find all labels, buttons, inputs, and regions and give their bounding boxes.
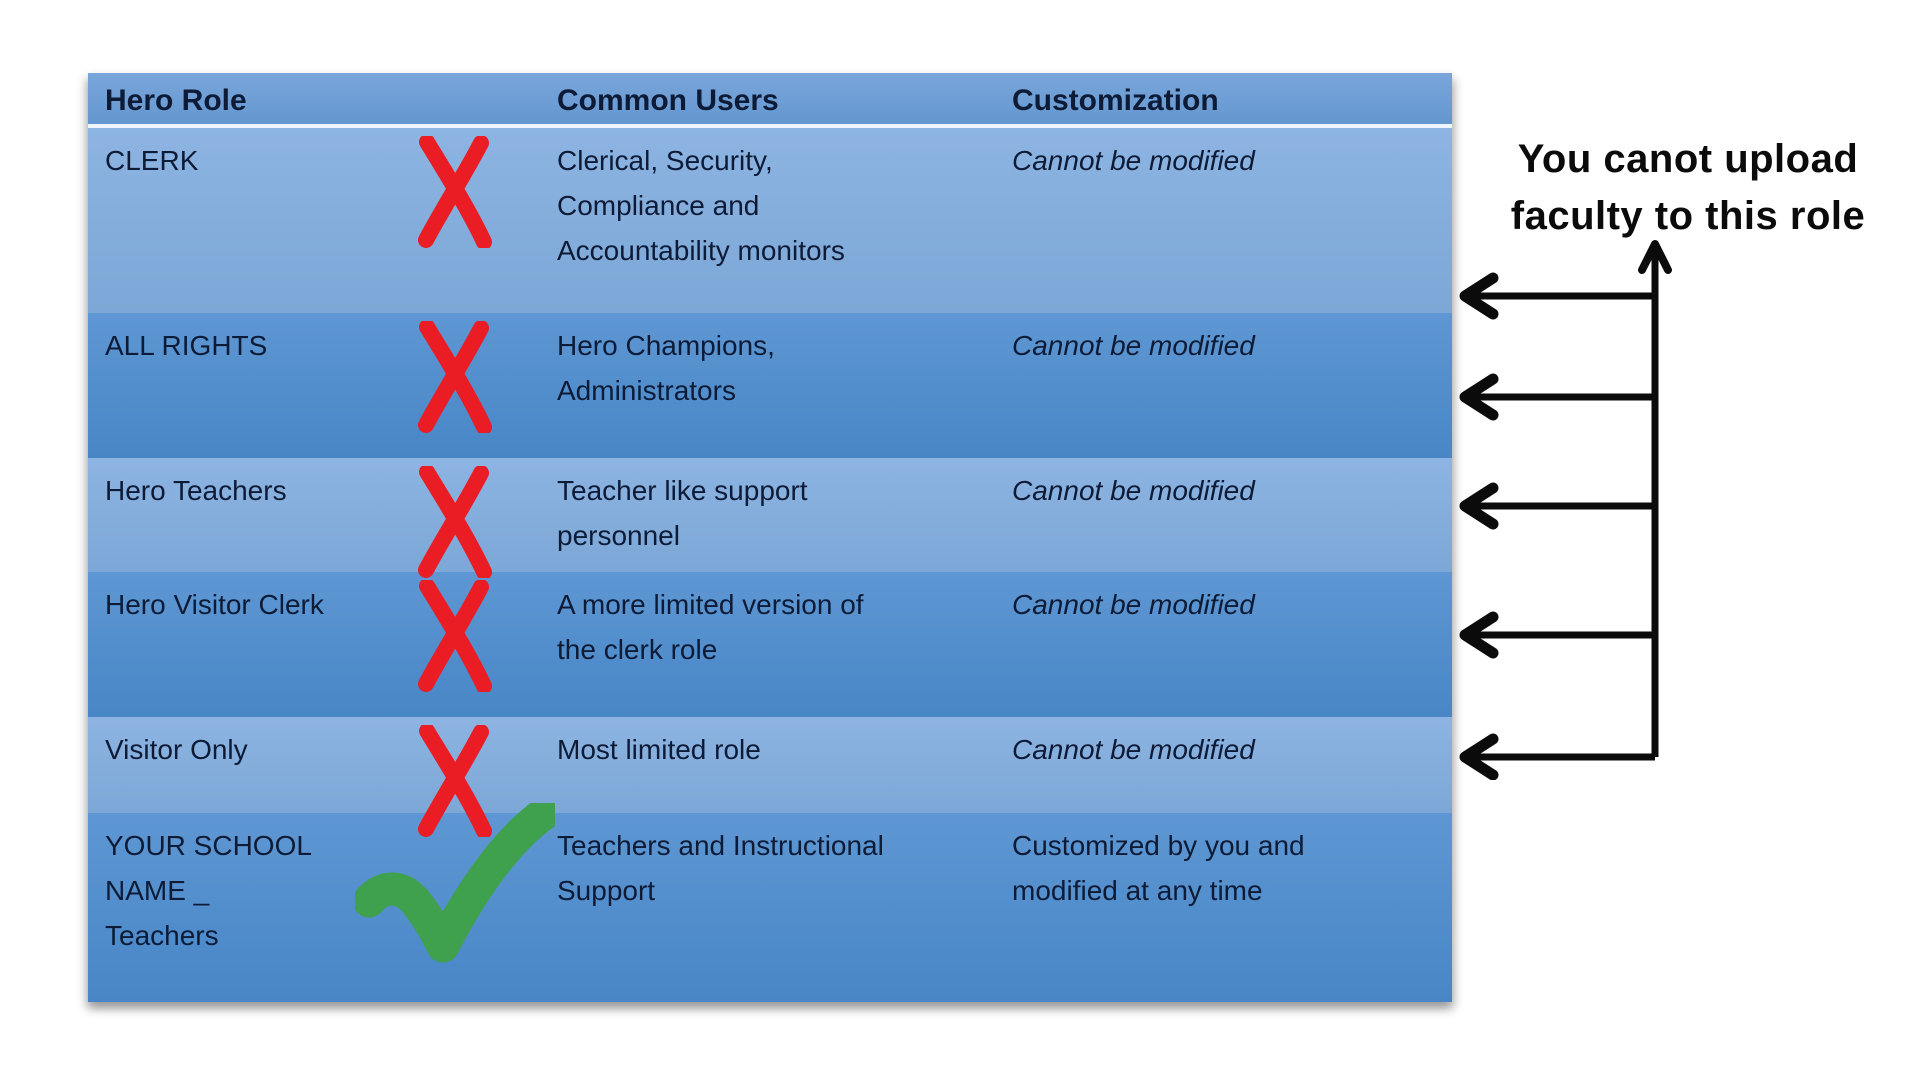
cell-hero-role: CLERK bbox=[105, 145, 199, 176]
cell-mark bbox=[370, 717, 557, 862]
table-row: Hero Visitor Clerk A more limited versio… bbox=[88, 572, 1452, 717]
annotation-note: You canot upload faculty to this role bbox=[1510, 137, 1866, 238]
cell-customization: Cannot be modified bbox=[1012, 475, 1255, 506]
cell-hero-role: Hero Visitor Clerk bbox=[105, 589, 324, 620]
row-arrow-hero-visitor-clerk bbox=[1459, 611, 1655, 659]
row-arrow-visitor-only bbox=[1459, 733, 1655, 780]
table-body: CLERK Clerical, Security, Compliance and… bbox=[88, 128, 1452, 1002]
cell-customization: Cannot be modified bbox=[1012, 734, 1255, 765]
column-header-hero-role: Hero Role bbox=[105, 84, 247, 117]
cell-mark bbox=[370, 313, 557, 458]
cell-customization: Cannot be modified bbox=[1012, 330, 1255, 361]
table-row: CLERK Clerical, Security, Compliance and… bbox=[88, 128, 1452, 313]
up-arrow bbox=[1638, 240, 1672, 757]
cell-customization: Cannot be modified bbox=[1012, 589, 1255, 620]
red-x-icon bbox=[418, 580, 492, 692]
cell-mark bbox=[370, 572, 557, 717]
red-x-icon bbox=[418, 466, 492, 578]
red-x-icon bbox=[418, 321, 492, 433]
red-x-icon bbox=[418, 136, 492, 248]
cell-customization: Customized by you and modified at any ti… bbox=[1012, 830, 1305, 906]
row-arrow-hero-teachers bbox=[1459, 482, 1655, 530]
table-row: Visitor Only Most limited role Cannot be… bbox=[88, 717, 1452, 837]
column-header-common-users: Common Users bbox=[557, 84, 779, 117]
cell-common-users: A more limited version of the clerk role bbox=[557, 589, 864, 665]
row-arrow-clerk bbox=[1459, 272, 1655, 320]
hero-roles-table: Hero Role Common Users Customization CLE… bbox=[88, 73, 1452, 1002]
cell-hero-role: Hero Teachers bbox=[105, 475, 287, 506]
row-arrow-all-rights bbox=[1459, 373, 1655, 421]
column-header-customization: Customization bbox=[1012, 84, 1219, 117]
cell-common-users: Teacher like support personnel bbox=[557, 475, 808, 551]
cell-customization: Cannot be modified bbox=[1012, 145, 1255, 176]
annotation-arrows bbox=[1459, 240, 1672, 780]
cell-mark bbox=[370, 128, 557, 313]
cell-hero-role: Visitor Only bbox=[105, 734, 248, 765]
table-row: Hero Teachers Teacher like support perso… bbox=[88, 458, 1452, 578]
cell-common-users: Hero Champions, Administrators bbox=[557, 330, 775, 406]
cell-mark bbox=[370, 458, 557, 603]
red-x-icon bbox=[418, 725, 492, 837]
table-header-row: Hero Role Common Users Customization bbox=[88, 73, 1452, 128]
cell-mark bbox=[355, 803, 557, 1002]
cell-hero-role: ALL RIGHTS bbox=[105, 330, 268, 361]
table-row: ALL RIGHTS Hero Champions, Administrator… bbox=[88, 313, 1452, 458]
cell-hero-role: YOUR SCHOOL NAME _ Teachers bbox=[105, 830, 311, 951]
table-row: YOUR SCHOOL NAME _ Teachers Teachers and… bbox=[88, 803, 1452, 1002]
cell-common-users: Most limited role bbox=[557, 734, 761, 765]
green-check-icon bbox=[355, 803, 555, 963]
cell-common-users: Clerical, Security, Compliance and Accou… bbox=[557, 145, 845, 266]
cell-common-users: Teachers and Instructional Support bbox=[557, 830, 884, 906]
column-header-spacer bbox=[370, 73, 557, 124]
